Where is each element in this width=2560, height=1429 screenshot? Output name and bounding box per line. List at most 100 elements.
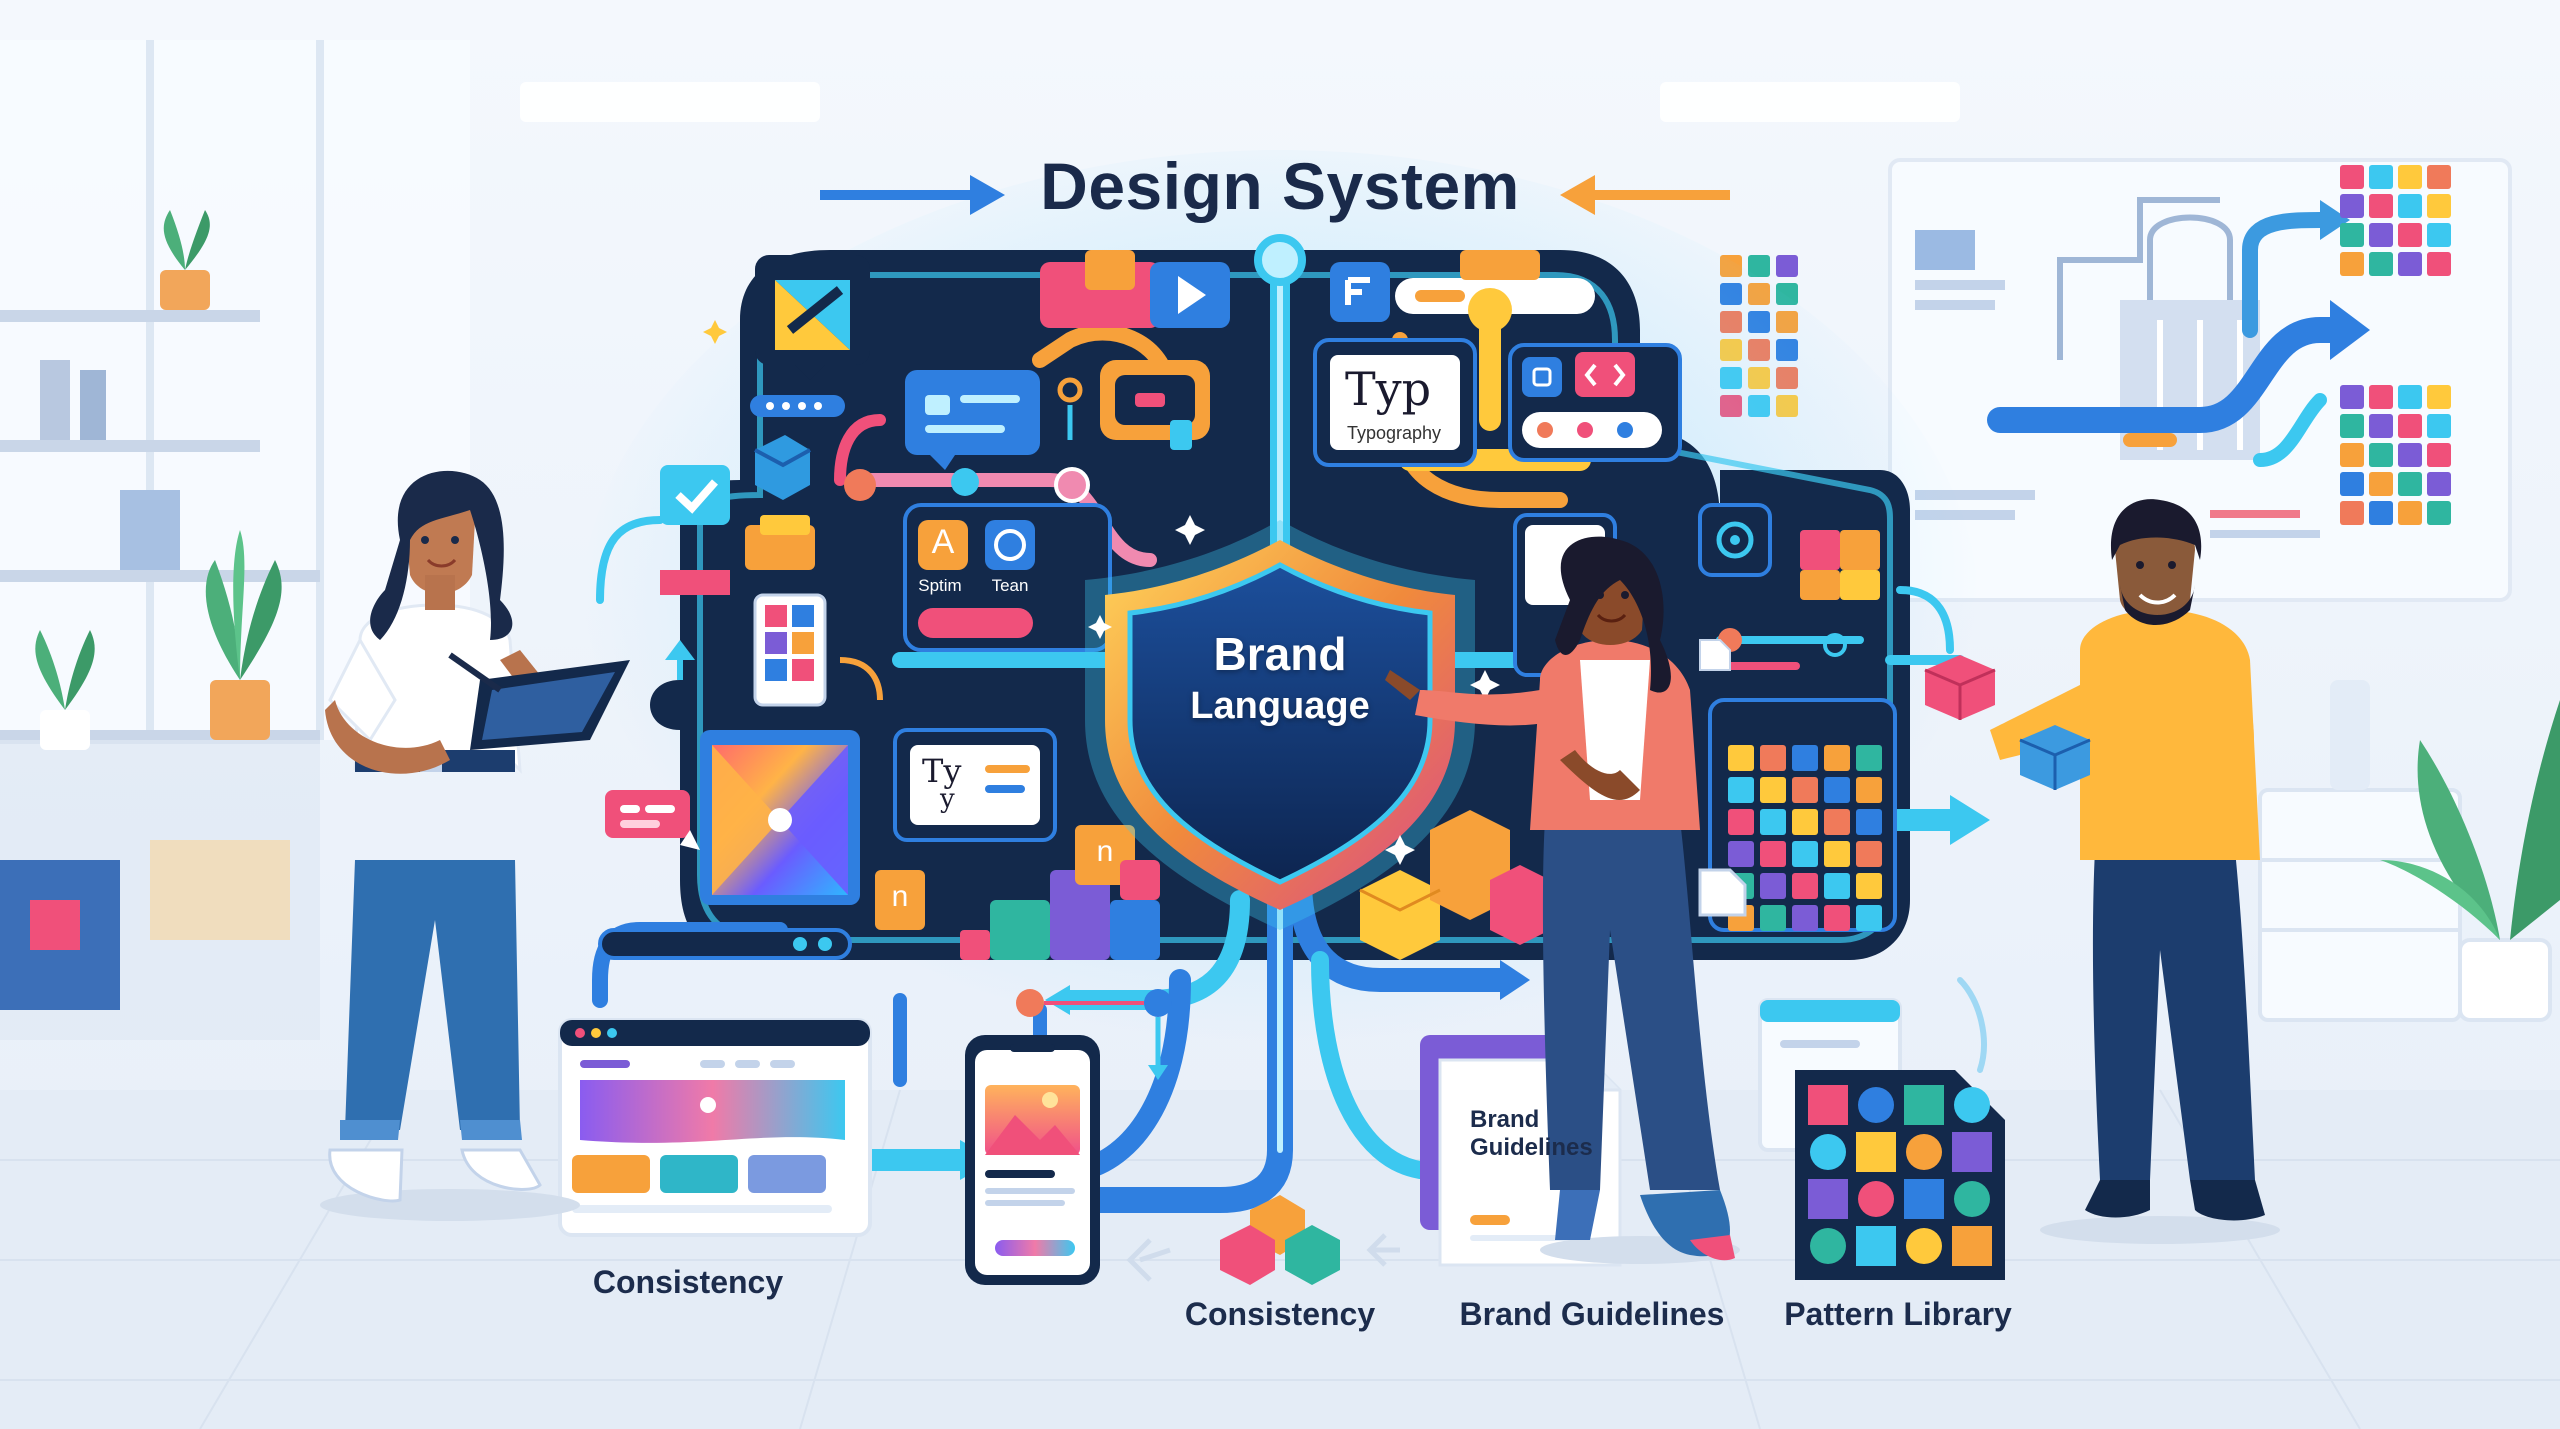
color-swatch xyxy=(1856,841,1882,867)
color-swatch xyxy=(2427,414,2451,438)
pattern-tile xyxy=(1856,1132,1896,1172)
color-swatch xyxy=(1792,905,1818,931)
color-swatch xyxy=(1824,745,1850,771)
typography-glyph: Typ xyxy=(1345,362,1432,416)
progress-strip xyxy=(598,928,852,960)
color-swatch xyxy=(1792,809,1818,835)
cube-icon xyxy=(1126,1195,1400,1285)
typography-card xyxy=(1313,338,1477,467)
grid-panel xyxy=(1708,698,1897,932)
code-icon xyxy=(1508,343,1682,462)
pattern-tile xyxy=(1808,1179,1848,1219)
color-swatch xyxy=(1792,745,1818,771)
arrow-left-icon xyxy=(1560,175,1595,215)
color-swatch xyxy=(2398,223,2422,247)
color-swatch xyxy=(1824,905,1850,931)
color-swatch xyxy=(1856,905,1882,931)
typography-label: Typography xyxy=(1347,423,1442,443)
color-swatch xyxy=(2369,223,2393,247)
color-swatch xyxy=(2369,443,2393,467)
color-swatch xyxy=(2427,472,2451,496)
color-swatch xyxy=(1824,777,1850,803)
color-swatch xyxy=(2369,252,2393,276)
shield-label-line2: Language xyxy=(1190,685,1370,727)
small-type-glyph-top: Ty xyxy=(922,752,962,790)
color-swatch xyxy=(2340,194,2364,218)
arrow-up-icon xyxy=(665,640,695,680)
shield-icon xyxy=(1085,520,1475,930)
color-swatch xyxy=(2340,472,2364,496)
ceiling-light xyxy=(1660,82,1960,122)
color-swatch xyxy=(1760,841,1786,867)
color-swatch xyxy=(2369,501,2393,525)
plant-icon xyxy=(205,530,282,740)
color-swatch xyxy=(1776,255,1798,277)
tablet-icon xyxy=(470,660,630,750)
person-designer-left xyxy=(320,470,580,1221)
document-icon xyxy=(1698,639,1747,917)
left-shelf xyxy=(0,310,320,1040)
color-swatch xyxy=(1824,841,1850,867)
color-swatch xyxy=(1728,745,1754,771)
color-swatch xyxy=(2369,194,2393,218)
color-swatch xyxy=(2340,252,2364,276)
pattern-tile xyxy=(1808,1085,1848,1125)
color-swatch xyxy=(2398,252,2422,276)
caption-consistency-center: Consistency xyxy=(1184,1296,1376,1332)
shield-label-line1: Brand xyxy=(1213,628,1347,680)
pattern-tile xyxy=(1858,1181,1894,1217)
color-palette-icon xyxy=(2340,385,2451,525)
color-swatch xyxy=(2427,501,2451,525)
pattern-tile xyxy=(1856,1226,1896,1266)
color-swatch xyxy=(1760,905,1786,931)
pattern-tile xyxy=(1810,1134,1846,1170)
color-swatch xyxy=(1792,841,1818,867)
cube-glyph-a: n xyxy=(891,880,909,913)
person-presenter-center xyxy=(1385,536,1740,1264)
mobile-icon xyxy=(965,1035,1100,1285)
plant-icon xyxy=(35,630,95,750)
bar-blocks xyxy=(875,825,1160,960)
app-tiles xyxy=(903,503,1112,652)
color-swatch xyxy=(1760,745,1786,771)
flow-arrows xyxy=(1987,200,2370,467)
pattern-tile xyxy=(1952,1132,1992,1172)
gear-icon xyxy=(985,520,1035,570)
app-tile-right-label: Tean xyxy=(991,576,1029,595)
cube-blocks xyxy=(1359,810,1550,960)
color-swatch xyxy=(1856,777,1882,803)
color-swatch xyxy=(1760,873,1786,899)
pattern-tile xyxy=(1904,1179,1944,1219)
page-title: Design System xyxy=(1040,149,1520,223)
color-swatch xyxy=(2398,194,2422,218)
color-swatch xyxy=(2398,165,2422,189)
color-swatch xyxy=(2427,252,2451,276)
flow-dots xyxy=(1016,989,1172,1080)
color-swatch xyxy=(2427,223,2451,247)
brand-doc-line1: Brand xyxy=(1470,1106,1540,1133)
small-type-glyph-bottom: y xyxy=(940,784,955,814)
color-swatch xyxy=(2427,443,2451,467)
color-swatch xyxy=(1824,809,1850,835)
person-developer-right xyxy=(1990,499,2280,1244)
pattern-tile xyxy=(1954,1087,1990,1123)
color-swatch xyxy=(1748,255,1770,277)
pattern-tile xyxy=(1954,1181,1990,1217)
color-swatch xyxy=(2340,414,2364,438)
pattern-icon xyxy=(1795,1070,2005,1280)
color-palette-icon xyxy=(2340,165,2451,276)
color-swatch xyxy=(1792,777,1818,803)
cube-glyph-b: n xyxy=(1096,835,1114,868)
ceiling-light xyxy=(520,82,820,122)
pattern-tile xyxy=(1906,1134,1942,1170)
color-swatch xyxy=(1792,873,1818,899)
color-swatch xyxy=(1824,873,1850,899)
color-swatch xyxy=(2369,472,2393,496)
browser-window-icon xyxy=(558,1018,872,1237)
color-swatch xyxy=(2340,501,2364,525)
color-swatch xyxy=(2427,194,2451,218)
title-arrows xyxy=(820,175,1730,215)
color-swatch xyxy=(2369,385,2393,409)
cube-icon xyxy=(1924,655,2091,790)
